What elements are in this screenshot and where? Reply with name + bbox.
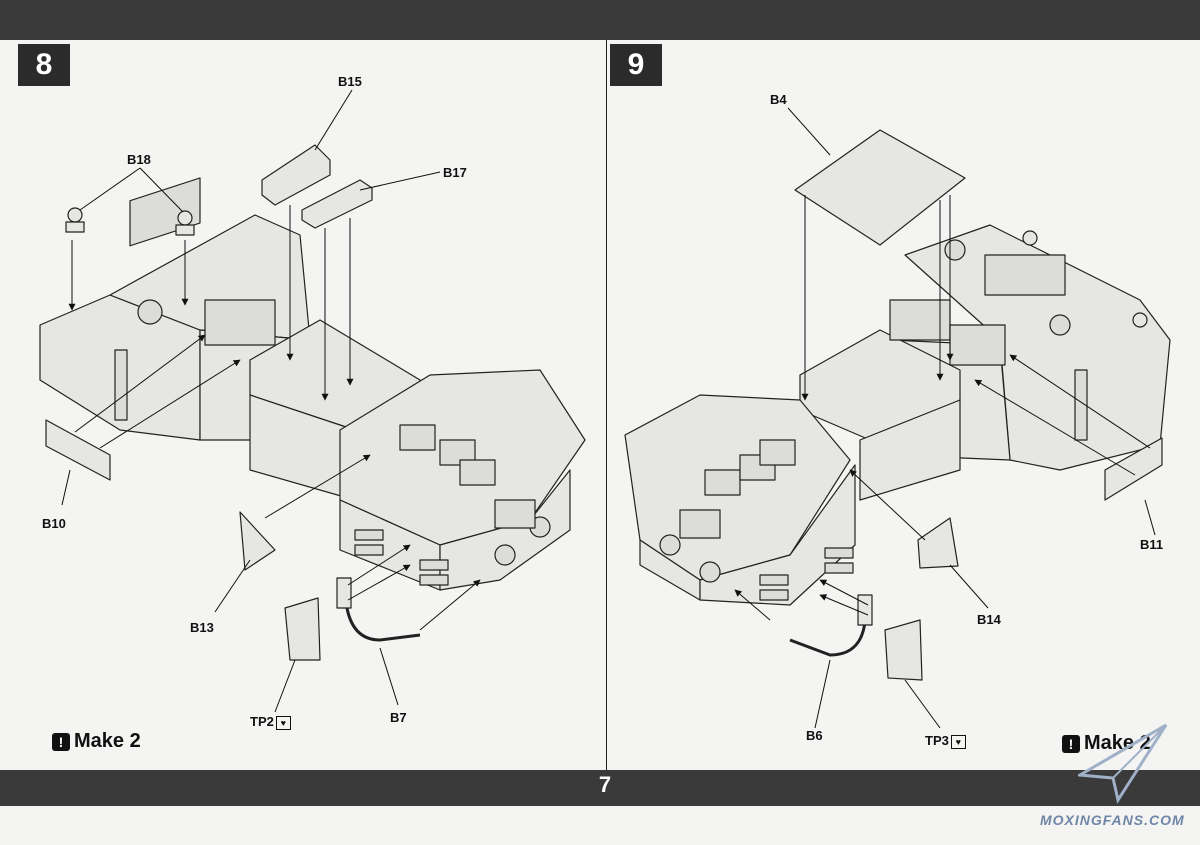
top-band [0,0,1200,40]
exclamation-icon: ! [52,732,70,751]
label-tp3-text: TP3 [925,733,949,748]
label-b10: B10 [42,516,66,531]
heart-part-icon: ♥ [950,734,966,749]
exclamation-icon: ! [1062,734,1080,753]
step-9-badge: 9 [610,44,662,86]
step-8-make-note: ! Make 2 [52,730,141,753]
label-tp2-text: TP2 [250,714,274,729]
label-tp2: TP2♥ [250,714,291,730]
panel-divider [606,40,607,770]
page-number: 7 [598,772,612,797]
label-b15: B15 [338,74,362,89]
bottom-band [0,770,1200,806]
step-9-make-text: Make 2 [1084,732,1151,754]
label-b7: B7 [390,710,407,725]
label-b13: B13 [190,620,214,635]
heart-part-icon: ♥ [275,715,291,730]
label-b17: B17 [443,165,467,180]
step-8-hull-details [114,177,551,586]
step-8-loose-parts [45,144,421,661]
label-tp3: TP3♥ [925,733,966,749]
paper-plane-logo-icon [1078,723,1168,804]
label-b4: B4 [770,92,787,107]
step-9-make-note: ! Make 2 [1062,732,1151,755]
label-b18: B18 [127,152,151,167]
label-b6: B6 [806,728,823,743]
label-b11: B11 [1140,537,1164,552]
label-b14: B14 [977,612,1001,627]
step-9-hull-model [624,224,1171,606]
step-9-loose-parts [789,129,1163,681]
step-8-make-text: Make 2 [74,730,141,752]
step-8-badge: 8 [18,44,70,86]
watermark-text: MOXINGFANS.COM [1040,812,1185,828]
step-9-hull-details [659,239,1088,601]
